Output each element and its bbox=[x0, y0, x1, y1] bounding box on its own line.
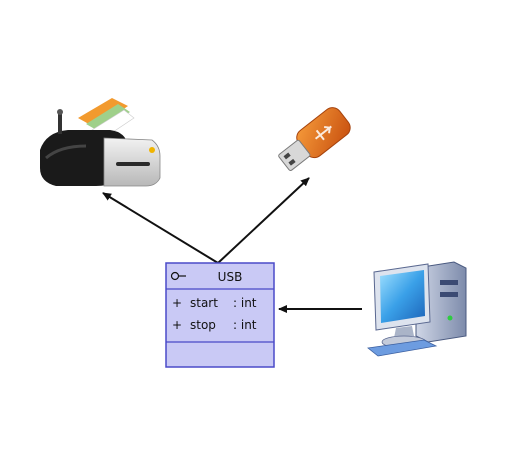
usb-flash-drive-icon bbox=[278, 107, 351, 171]
interface-lollipop-icon bbox=[170, 271, 186, 281]
attribute-name: stop bbox=[190, 318, 216, 332]
uml-class-name: USB bbox=[218, 270, 243, 284]
uml-class-usb[interactable]: USB + start : int + stop : int bbox=[165, 262, 275, 368]
attribute-visibility: + bbox=[172, 318, 182, 332]
arrow-usb-to-usb-drive bbox=[217, 177, 310, 264]
attribute-visibility: + bbox=[172, 296, 182, 310]
attribute-type: : int bbox=[233, 318, 257, 332]
arrow-usb-to-printer bbox=[102, 192, 219, 264]
desktop-computer-icon bbox=[367, 261, 467, 357]
attribute-type: : int bbox=[233, 296, 257, 310]
uml-class-box bbox=[165, 262, 275, 368]
attribute-name: start bbox=[190, 296, 218, 310]
printer-icon bbox=[40, 98, 161, 187]
